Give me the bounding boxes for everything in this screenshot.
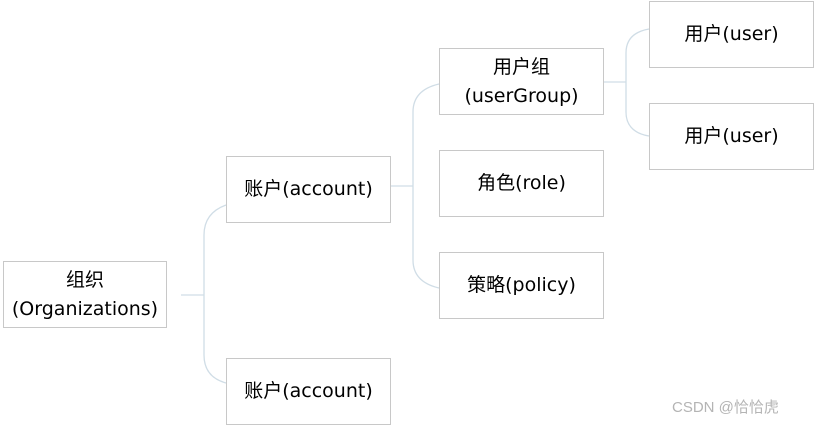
organization-node: 组织 (Organizations) [3,261,167,328]
user-group-node: 用户组 (userGroup) [439,48,604,115]
role-node: 角色(role) [439,150,604,217]
connector-usergroup-to-users [604,28,650,137]
connector-org-to-accounts [181,204,227,384]
user-group-label-en: (userGroup) [464,84,579,107]
watermark-text: CSDN @恰恰虎 [672,399,779,416]
connector-account-to-children [391,83,440,289]
organization-label-en: (Organizations) [11,297,159,320]
role-label: 角色(role) [477,172,566,194]
user-label: 用户(user) [684,125,779,147]
policy-label: 策略(policy) [467,274,576,296]
account-label: 账户(account) [244,380,373,402]
user-label: 用户(user) [684,23,779,45]
user-node-2: 用户(user) [649,103,814,170]
account-node-1: 账户(account) [226,156,391,223]
account-label: 账户(account) [244,178,373,200]
account-node-2: 账户(account) [226,358,391,425]
user-group-label-cn: 用户组 [492,55,550,78]
organization-label-cn: 组织 [65,268,104,291]
user-node-1: 用户(user) [649,1,814,68]
policy-node: 策略(policy) [439,252,604,319]
